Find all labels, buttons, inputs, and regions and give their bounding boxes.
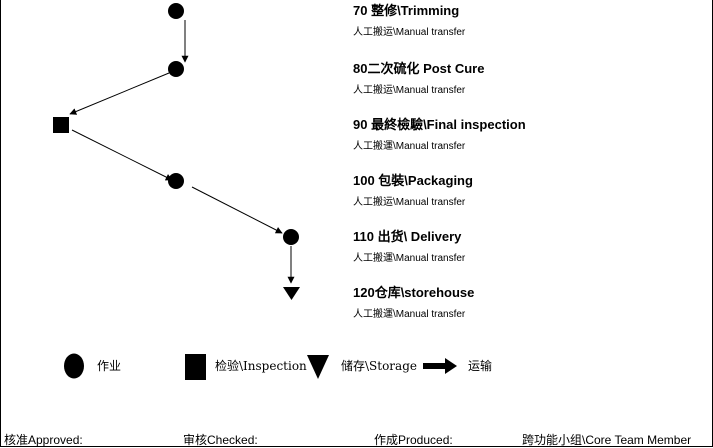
legend-inspection: 检验\Inspection [184,345,314,385]
step-transfer: 人工搬运\Manual transfer [353,197,466,208]
legend-transport-label: 运输 [468,359,493,373]
step-70: 70 整修\Trimming 人工搬运\Manual transfer [353,3,693,39]
core-team-label: 跨功能小组\Core Team Member [522,433,692,447]
legend-storage: 储存\Storage [307,345,417,385]
transport-arrow-legend-icon [423,358,457,374]
step-transfer: 人工搬運\Manual transfer [353,309,466,320]
flow-arrow-90-100 [71,129,173,181]
flow-arrow-100-110 [191,186,283,234]
approved-label: 核准Approved: [4,433,83,447]
process-flow-chart [53,3,300,300]
legend-operation-label: 作业 [97,359,122,373]
step-90: 90 最終檢驗\Final inspection 人工搬運\Manual tra… [353,117,693,153]
legend-transport: 运输 [423,345,533,385]
legend-storage-label: 储存\Storage [341,359,417,373]
step-title: 100 包裝\Packaging [353,173,473,188]
operation-symbol-100 [168,173,184,189]
legend-inspection-label: 检验\Inspection [215,359,307,373]
step-transfer: 人工搬運\Manual transfer [353,253,466,264]
inspection-legend-icon [185,354,206,380]
operation-legend-icon [64,353,84,379]
operation-symbol-80 [168,61,184,77]
storage-legend-icon [307,355,329,379]
legend-operation: 作业 [63,345,183,385]
step-transfer: 人工搬运\Manual transfer [353,27,466,38]
step-110: 110 出货\ Delivery 人工搬運\Manual transfer [353,229,693,265]
step-120: 120仓库\storehouse 人工搬運\Manual transfer [353,285,693,321]
produced-label: 作成Produced: [374,433,453,447]
step-title: 80二次硫化 Post Cure [353,61,485,76]
flow-arrow-80-90 [69,72,170,115]
step-transfer: 人工搬運\Manual transfer [353,141,466,152]
checked-label: 审核Checked: [183,433,258,447]
approval-footer: 核准Approved: 审核Checked: 作成Produced: 跨功能小组… [0,431,713,448]
step-title: 120仓库\storehouse [353,285,475,300]
step-80: 80二次硫化 Post Cure 人工搬运\Manual transfer [353,61,693,97]
step-100: 100 包裝\Packaging 人工搬运\Manual transfer [353,173,693,209]
operation-symbol-110 [283,229,299,245]
step-title: 110 出货\ Delivery [353,229,462,244]
step-title: 90 最終檢驗\Final inspection [353,117,526,132]
operation-symbol-70 [168,3,184,19]
step-transfer: 人工搬运\Manual transfer [353,85,466,96]
storage-symbol-120 [283,287,300,300]
step-title: 70 整修\Trimming [353,3,460,18]
inspection-symbol-90 [53,117,69,133]
symbol-legend: 作业 检验\Inspection 储存\Storage 运输 [0,345,713,390]
